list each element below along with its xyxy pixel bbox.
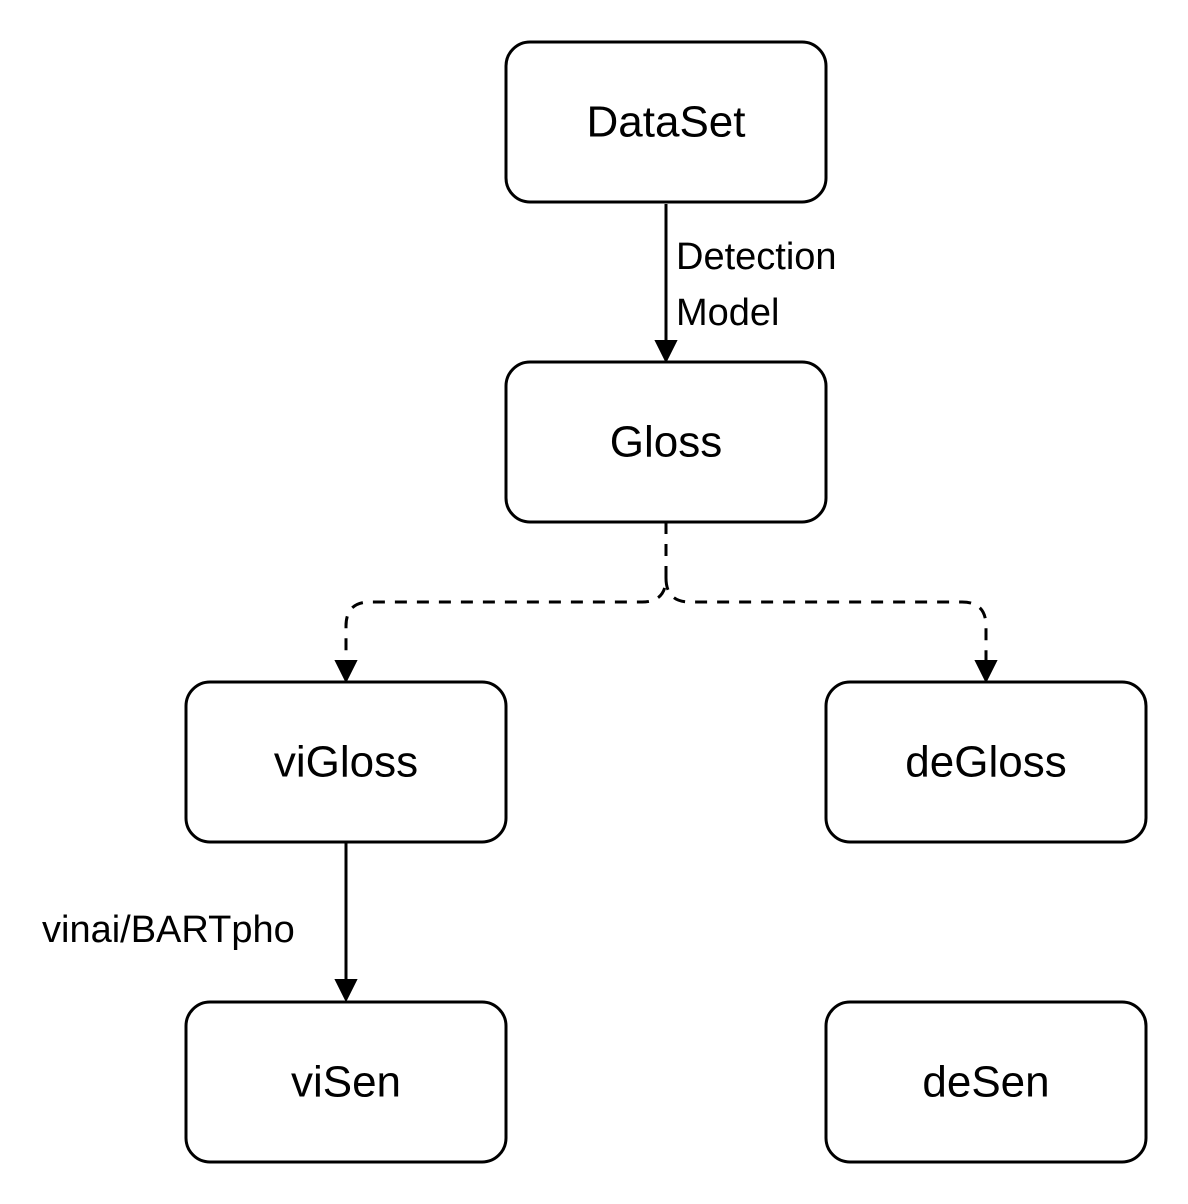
node-vigloss: viGloss	[184, 680, 508, 844]
arrowhead-vigloss	[334, 660, 358, 684]
node-gloss: Gloss	[504, 360, 828, 524]
node-dataset-label: DataSet	[587, 98, 746, 147]
node-degloss-label: deGloss	[905, 738, 1066, 787]
node-gloss-label: Gloss	[610, 418, 722, 467]
node-vigloss-label: viGloss	[274, 738, 418, 787]
node-dataset: DataSet	[504, 40, 828, 204]
edge-label-model: Model	[676, 292, 780, 334]
node-desen: deSen	[824, 1000, 1148, 1164]
edge-gloss-to-vigloss-dashed	[344, 522, 668, 664]
arrowhead-visen	[334, 979, 358, 1003]
node-visen: viSen	[184, 1000, 508, 1164]
edge-label-detection: Detection	[676, 236, 837, 278]
arrowhead-degloss	[974, 660, 998, 684]
node-desen-label: deSen	[922, 1058, 1049, 1107]
arrowhead-gloss	[654, 340, 678, 364]
node-visen-label: viSen	[291, 1058, 401, 1107]
edge-label-bartpho: vinai/BARTpho	[42, 909, 295, 951]
edge-gloss-to-degloss-dashed	[664, 577, 988, 664]
node-degloss: deGloss	[824, 680, 1148, 844]
